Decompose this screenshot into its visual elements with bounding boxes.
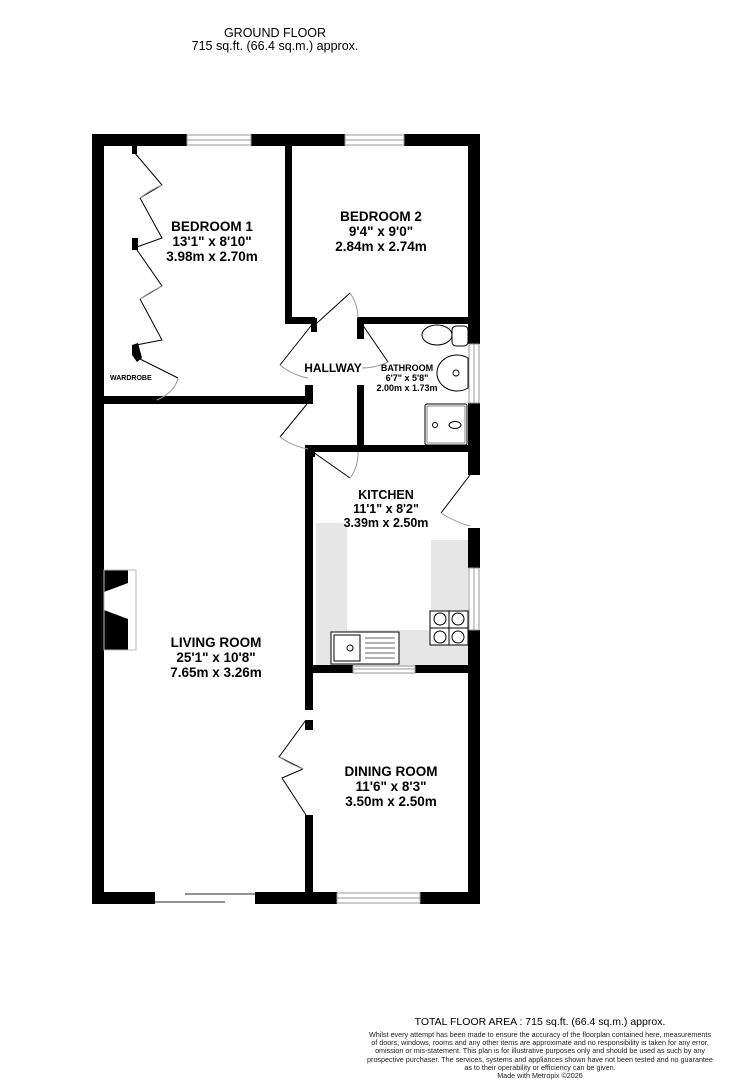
disclaimer-line: Whilst every attempt has been made to en… — [369, 1030, 711, 1039]
disclaimer-line: as to their operability or efficiency ca… — [464, 1062, 616, 1072]
room-imperial: 11'6" x 8'3" — [355, 779, 427, 794]
room-label-bedroom-2: BEDROOM 2 9'4" x 9'0" 2.84m x 2.74m — [335, 209, 427, 254]
room-imperial: 25'1" x 10'8" — [176, 650, 256, 665]
disclaimer-line: omission or mis-statement. This plan is … — [375, 1046, 705, 1056]
credit: Made with Metropix ©2026 — [497, 1071, 583, 1080]
room-imperial: 11'1" x 8'2" — [353, 502, 419, 516]
room-name: BEDROOM 2 — [340, 209, 422, 224]
room-imperial: 9'4" x 9'0" — [348, 224, 414, 239]
room-metric: 2.84m x 2.74m — [335, 239, 427, 254]
disclaimer-line: prospective purchaser. The services, sys… — [367, 1054, 713, 1064]
floor-plan — [92, 134, 480, 904]
room-metric: 3.98m x 2.70m — [166, 249, 258, 264]
room-metric: 2.00m x 1.73m — [376, 383, 438, 393]
room-label-bedroom-1: BEDROOM 1 13'1" x 8'10" 3.98m x 2.70m — [166, 219, 258, 264]
room-metric: 7.65m x 3.26m — [170, 665, 262, 680]
floor-name: GROUND FLOOR — [223, 26, 327, 40]
room-name: BATHROOM — [380, 363, 434, 373]
windows — [186, 134, 480, 904]
disclaimer: Whilst every attempt has been made to en… — [345, 1030, 735, 1080]
bathroom-fixtures — [421, 324, 469, 446]
room-name: BEDROOM 1 — [171, 219, 253, 234]
room-imperial: 13'1" x 8'10" — [172, 234, 252, 249]
room-name: HALLWAY — [304, 361, 362, 375]
doors — [133, 151, 471, 816]
fireplace-hearth — [103, 569, 137, 651]
room-name: DINING ROOM — [344, 764, 438, 779]
room-metric: 3.39m x 2.50m — [343, 516, 429, 530]
room-name: KITCHEN — [358, 488, 414, 502]
room-label-kitchen: KITCHEN 11'1" x 8'2" 3.39m x 2.50m — [344, 488, 429, 530]
room-name: LIVING ROOM — [170, 635, 262, 650]
kitchen-sink — [330, 631, 400, 665]
walls — [92, 134, 480, 904]
total-floor-area: TOTAL FLOOR AREA : 715 sq.ft. (66.4 sq.m… — [414, 1016, 666, 1028]
room-label-bathroom: BATHROOM 6'7" x 5'8" 2.00m x 1.73m — [376, 363, 437, 393]
room-metric: 3.50m x 2.50m — [345, 794, 437, 809]
wardrobe-label: WARDROBE — [110, 375, 152, 382]
room-label-living-room: LIVING ROOM 25'1" x 10'8" 7.65m x 3.26m — [170, 635, 262, 680]
sliding-door — [155, 893, 255, 903]
room-label-hallway: HALLWAY — [304, 361, 362, 376]
room-imperial: 6'7" x 5'8" — [385, 373, 429, 383]
floor-area: 715 sq.ft. (66.4 sq.m.) approx. — [191, 39, 359, 53]
room-label-dining-room: DINING ROOM 11'6" x 8'3" 3.50m x 2.50m — [345, 764, 438, 809]
hob — [429, 610, 469, 646]
disclaimer-line: of doors, windows, rooms and any other i… — [371, 1038, 709, 1048]
